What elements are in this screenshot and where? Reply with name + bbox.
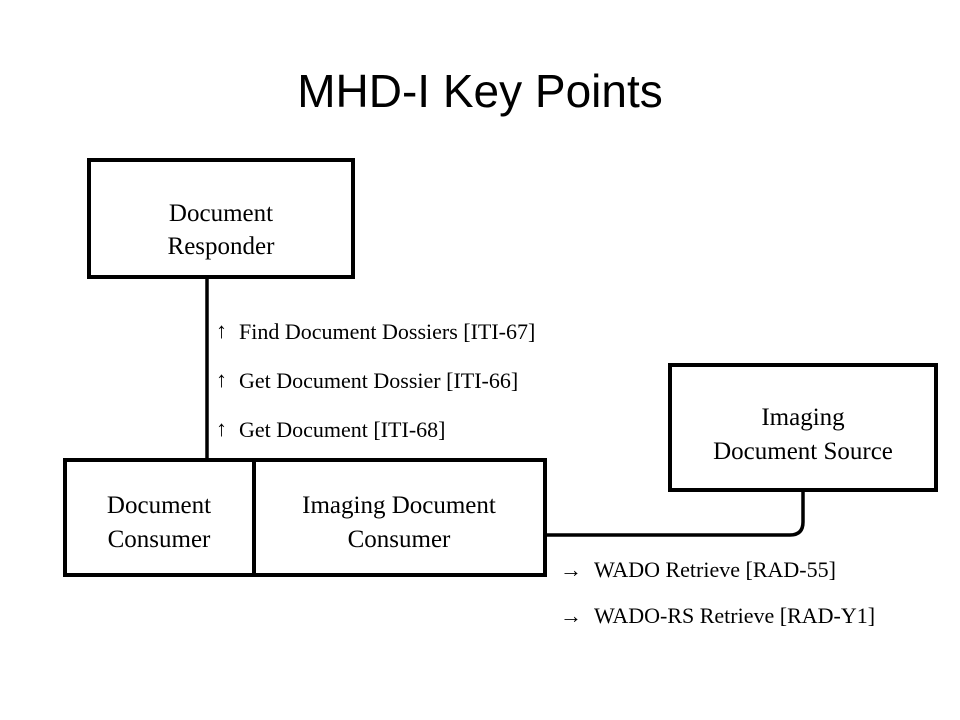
right-transactions: → WADO Retrieve [RAD-55] → WADO-RS Retri… xyxy=(560,557,875,628)
imaging-document-source-label-line1: Imaging xyxy=(761,404,845,431)
imaging-document-source-box: Imaging Document Source xyxy=(668,363,938,492)
up-arrow-icon: ↑ xyxy=(216,416,227,441)
document-consumer-label-line1: Document xyxy=(107,492,211,519)
transaction-label: WADO Retrieve [RAD-55] xyxy=(594,557,836,582)
transaction-iti-67: ↑ Find Document Dossiers [ITI-67] xyxy=(216,318,535,344)
right-arrow-icon: → xyxy=(560,557,582,582)
transaction-iti-66: ↑ Get Document Dossier [ITI-66] xyxy=(216,367,518,393)
imaging-document-consumer-box: Imaging Document Consumer xyxy=(302,492,496,553)
up-arrow-icon: ↑ xyxy=(216,318,227,343)
consumer-group-box: Document Consumer Imaging Document Consu… xyxy=(63,458,547,577)
imaging-document-source-label-line2: Document Source xyxy=(713,438,893,465)
transaction-label: Find Document Dossiers [ITI-67] xyxy=(239,319,535,344)
transaction-label: Get Document Dossier [ITI-66] xyxy=(239,368,518,393)
document-consumer-label-line2: Consumer xyxy=(108,526,211,553)
imaging-document-consumer-label-line1: Imaging Document xyxy=(302,492,496,519)
up-arrow-icon: ↑ xyxy=(216,367,227,392)
right-arrow-icon: → xyxy=(560,603,582,628)
document-responder-label-line1: Document xyxy=(169,200,273,227)
up-transactions: ↑ Find Document Dossiers [ITI-67] ↑ Get … xyxy=(216,318,535,442)
document-responder-box: Document Responder xyxy=(87,158,355,279)
transaction-label: WADO-RS Retrieve [RAD-Y1] xyxy=(594,603,875,628)
document-responder-label-line2: Responder xyxy=(168,233,276,260)
transaction-rad-55: → WADO Retrieve [RAD-55] xyxy=(560,557,836,582)
page-title: MHD-I Key Points xyxy=(297,65,663,117)
transaction-label: Get Document [ITI-68] xyxy=(239,417,445,442)
imaging-document-consumer-label-line2: Consumer xyxy=(348,526,451,553)
transaction-iti-68: ↑ Get Document [ITI-68] xyxy=(216,416,445,442)
imaging-consumer-source-connector xyxy=(545,490,805,537)
transaction-rad-y1: → WADO-RS Retrieve [RAD-Y1] xyxy=(560,603,875,628)
document-consumer-box: Document Consumer xyxy=(107,492,211,553)
